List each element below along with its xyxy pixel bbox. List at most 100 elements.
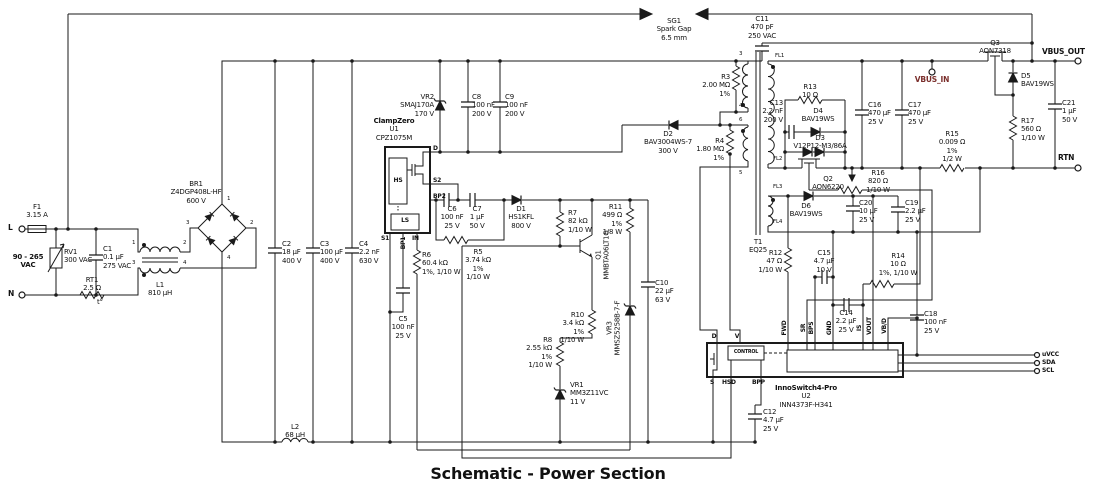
l1-pin2: 2 (183, 240, 187, 246)
u2-pin-hsd: HSD (722, 379, 736, 386)
l1-pin4: 4 (183, 260, 187, 266)
br1-pin4: 4 (227, 255, 231, 261)
t1-pin5: 5 (739, 170, 743, 176)
u1-pin-s2: S2 (433, 177, 442, 184)
t1-pin-fl1: FL1 (775, 53, 785, 59)
vbus-in-label: VBUS_IN (914, 75, 950, 84)
t1-pin6: 6 (739, 117, 743, 123)
u2-pin-bpp: BPP (752, 379, 765, 386)
sda-label: SDA (1042, 359, 1056, 366)
u2-pin-d: D (711, 333, 717, 340)
choke-icon (139, 243, 181, 277)
u1-pin-d: D (433, 145, 438, 152)
bridge-rectifier-icon (197, 203, 247, 253)
u2-pin-vout: VOUT (865, 317, 873, 335)
u2-pin-bps: BPS (807, 321, 815, 335)
u1-ls-block: LS (401, 217, 409, 224)
u1-pin-in: IN (412, 235, 419, 242)
ground-arrow-icon (848, 174, 856, 183)
ic-u2-innoswitch (706, 342, 904, 378)
t1-pin-fl2: FL2 (773, 156, 783, 162)
u2-pin-is: IS (855, 324, 863, 332)
t1-pin4: 4 (739, 103, 743, 109)
u2-control-block: CONTROL (733, 350, 759, 355)
terminal-l-label: L (8, 223, 13, 232)
l1-pin1: 1 (132, 240, 136, 246)
inductor-icon (281, 437, 309, 443)
u2-pin-s: S (710, 379, 715, 386)
br1-pin3: 3 (186, 220, 190, 226)
u1-hs-block: HS (393, 177, 403, 184)
fuse-icon (27, 225, 47, 233)
wires (25, 13, 1078, 459)
t1-pin-fl4: FL4 (773, 219, 783, 225)
u1-pin-bp2: BP2 (433, 193, 446, 200)
t1-pin-fl3: FL3 (773, 184, 783, 190)
label-rt1-mark: t° (97, 298, 103, 306)
vbus-out-label: VBUS_OUT (1042, 47, 1085, 56)
schematic-title: Schematic - Power Section (430, 464, 666, 483)
spark-gap-icon (639, 7, 709, 21)
junction-dots (54, 41, 1057, 444)
ic-u1-clampzero (384, 146, 431, 234)
transformer-icon (741, 63, 775, 227)
u2-pin-fwd: FWD (780, 320, 788, 336)
u1-pin-bp1: BP1 (399, 236, 407, 250)
u1-pin-s1: S1 (381, 235, 390, 242)
u2-pin-vbd: VB/D (880, 318, 888, 334)
uvcc-label: uVCC (1042, 351, 1059, 358)
terminals (18, 57, 1082, 375)
component-symbols (27, 7, 1063, 443)
varistor-icon (47, 243, 65, 273)
br1-pin1: 1 (227, 196, 231, 202)
